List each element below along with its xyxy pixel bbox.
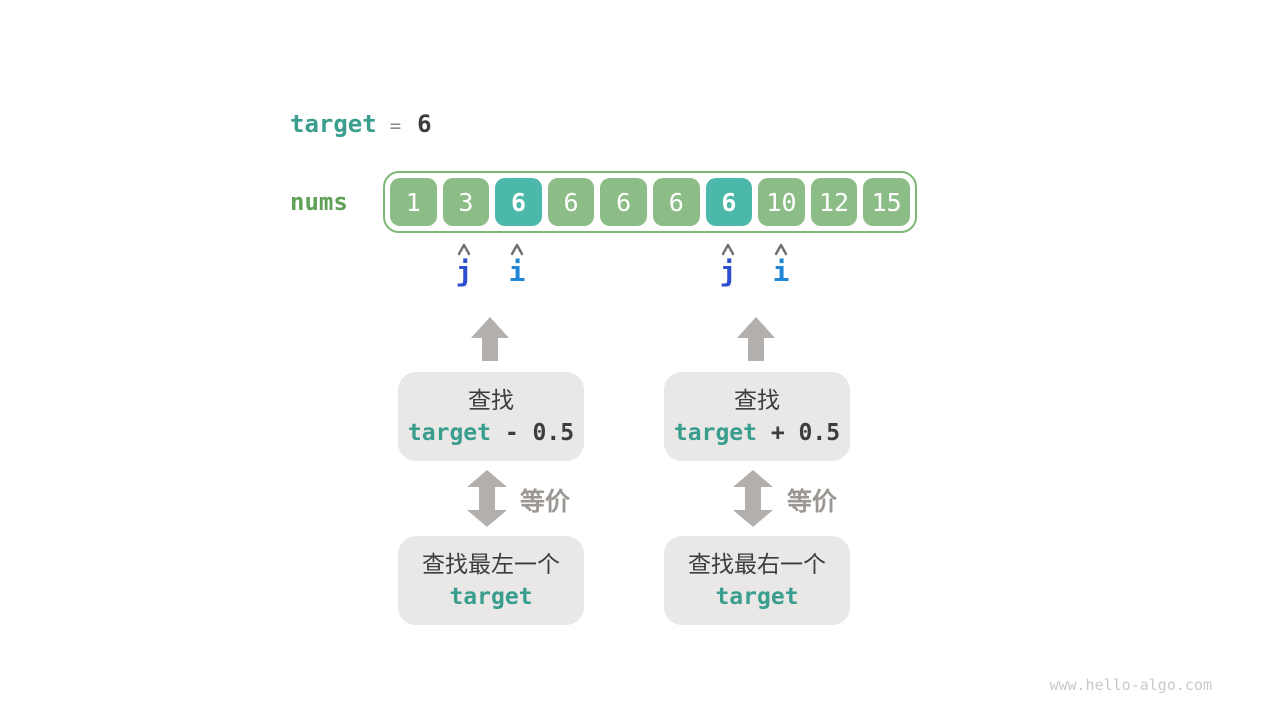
array-cell-leftmost-target: 6 — [495, 178, 542, 226]
caret-up-icon — [721, 243, 735, 256]
result-label: 查找最右一个 — [688, 551, 826, 578]
result-target: target — [715, 583, 799, 610]
array-cell: 6 — [600, 178, 647, 226]
result-variable: target — [715, 583, 798, 611]
pointer-letter: j — [455, 255, 473, 288]
target-value: 6 — [417, 110, 432, 138]
caret-up-icon — [457, 243, 471, 256]
equivalence-label-left: 等价 — [520, 487, 571, 516]
search-label: 查找 — [734, 387, 780, 414]
pointer-i-right: i — [761, 243, 801, 287]
arrow-up-icon — [737, 317, 775, 361]
array-cell: 3 — [442, 178, 490, 226]
target-variable: target — [290, 110, 377, 138]
expr-variable: target — [673, 419, 757, 446]
array-cell: 6 — [547, 178, 595, 226]
search-expression: target + 0.5 — [674, 419, 840, 447]
result-box-left: 查找最左一个 target — [398, 536, 584, 625]
caret-up-icon — [774, 243, 788, 256]
search-label: 查找 — [468, 387, 514, 414]
result-variable: target — [449, 583, 532, 611]
array-cell: 15 — [863, 178, 910, 226]
caret-up-icon — [510, 243, 524, 256]
target-assignment: target = 6 — [290, 110, 432, 138]
pointer-letter: i — [508, 255, 526, 288]
arrow-up-icon — [471, 317, 509, 361]
pointer-i-left: i — [497, 243, 537, 287]
array-cell: 10 — [758, 178, 805, 226]
double-arrow-icon — [733, 470, 773, 527]
array-cell: 6 — [652, 178, 700, 226]
result-target: target — [449, 583, 533, 610]
pointer-j-left: j — [444, 243, 484, 287]
array-cell-rightmost-target: 6 — [705, 178, 753, 226]
array-cell: 12 — [810, 178, 858, 226]
search-box-left: 查找 target - 0.5 — [398, 372, 584, 461]
watermark: www.hello-algo.com — [1049, 676, 1212, 694]
result-label: 查找最左一个 — [422, 551, 560, 578]
pointer-letter: j — [719, 255, 737, 288]
expr-operator: - 0.5 — [491, 419, 575, 446]
nums-array: 1 3 6 6 6 6 6 10 12 15 — [383, 171, 917, 233]
pointer-letter: i — [772, 255, 790, 288]
equivalence-label-right: 等价 — [787, 487, 838, 516]
nums-label: nums — [290, 188, 348, 216]
result-box-right: 查找最右一个 target — [664, 536, 850, 625]
expr-operator: + 0.5 — [757, 419, 841, 446]
search-box-right: 查找 target + 0.5 — [664, 372, 850, 461]
double-arrow-icon — [467, 470, 507, 527]
equals-sign: = — [389, 115, 402, 137]
pointer-j-right: j — [708, 243, 748, 287]
expr-variable: target — [407, 419, 491, 446]
search-expression: target - 0.5 — [408, 419, 574, 447]
array-cell: 1 — [390, 178, 437, 226]
